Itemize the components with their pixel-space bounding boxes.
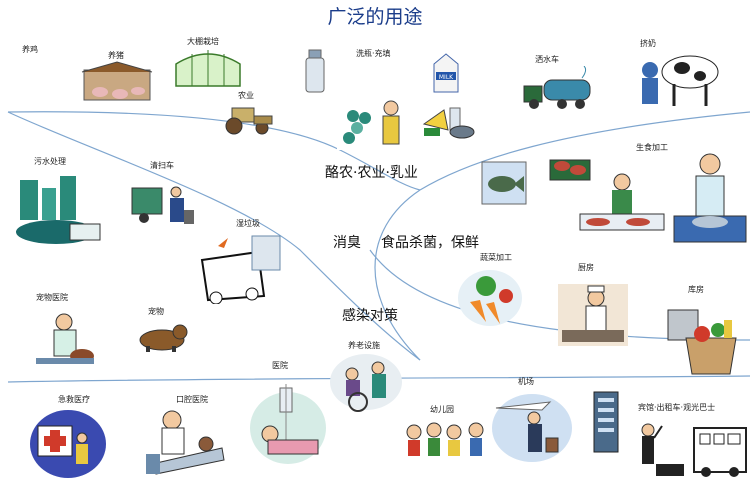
- label-chicken: 养鸡: [22, 45, 38, 54]
- milk-bottle-icon: [305, 49, 325, 93]
- taxi-hail-icon: [641, 423, 684, 476]
- page-title: 广泛的用途: [327, 6, 423, 28]
- upper-divider-curve: [7, 111, 421, 191]
- label-hospital: 医院: [272, 361, 288, 370]
- dog-icon: [139, 324, 188, 352]
- ambulance-icon: [30, 410, 106, 478]
- bus-icon: [693, 427, 747, 477]
- hospital-patient-icon: [250, 384, 326, 464]
- svg-text:MILK: MILK: [439, 74, 454, 81]
- label-hotel: 宾馆·出租车·观光巴士: [638, 403, 716, 412]
- water-truck-icon: [523, 66, 591, 109]
- label-pig: 养猪: [108, 51, 124, 60]
- label-airport: 机场: [518, 377, 534, 386]
- label-emergency: 急救医疗: [58, 395, 90, 404]
- label-elderly: 养老设施: [348, 341, 380, 350]
- milking-cow-icon: [642, 55, 719, 106]
- dentist-icon: [146, 410, 225, 475]
- airport-traveler-icon: [492, 394, 572, 462]
- bottling-worker-icon: [337, 98, 407, 150]
- label-vegetable: 蔬菜加工: [480, 253, 512, 262]
- label-trash: 湿垃圾: [236, 219, 260, 228]
- right-upper-curve: [419, 111, 750, 191]
- label-kitchen: 厨房: [578, 263, 594, 272]
- label-sewage: 污水处理: [34, 157, 66, 166]
- garbage-collector-icon: [131, 186, 194, 224]
- label-greenhouse: 大棚栽培: [187, 37, 219, 46]
- label-pet: 宠物: [148, 307, 164, 316]
- trash-bin-icon: [200, 235, 281, 304]
- category-deodor: 消臭: [333, 235, 361, 251]
- center-arc-curve: [374, 189, 421, 361]
- vegetables-icon: [458, 270, 522, 326]
- fish-icon: [481, 161, 527, 205]
- skyscraper-icon: [593, 391, 619, 453]
- cheese-dairy-icon: [422, 107, 475, 139]
- fish-cutting-chef-icon: [579, 173, 665, 231]
- grocery-bag-icon: [667, 309, 737, 375]
- label-agriculture: 农业: [238, 91, 254, 100]
- pig-farm-icon: [81, 61, 153, 101]
- label-garbage-truck: 清扫车: [150, 161, 174, 170]
- milk-carton-icon: MILK: [433, 53, 459, 93]
- tractor-icon: [225, 107, 273, 135]
- label-raw-food: 生食加工: [636, 143, 668, 152]
- kitchen-chef-icon: [558, 284, 628, 346]
- label-bottle: 洗瓶·充填: [356, 49, 391, 58]
- butcher-chef-icon: [673, 153, 747, 243]
- wheelchair-care-icon: [330, 354, 402, 412]
- meat-tray-icon: [549, 159, 591, 181]
- label-kindergarten: 幼儿园: [430, 405, 454, 414]
- vet-icon: [36, 313, 94, 364]
- label-warehouse: 库房: [688, 285, 704, 294]
- label-water-truck: 洒水车: [535, 55, 559, 64]
- label-milking: 挤奶: [640, 39, 656, 48]
- label-dental: 口腔医院: [176, 395, 208, 404]
- category-infection: 感染对策: [342, 308, 398, 324]
- label-pet-hospital: 宠物医院: [36, 293, 68, 302]
- sewage-plant-icon: [16, 176, 101, 244]
- children-icon: [406, 422, 484, 456]
- greenhouse-icon: [175, 50, 241, 87]
- category-food: 食品杀菌，保鲜: [381, 235, 479, 251]
- category-dairy: 酪农·农业·乳业: [325, 165, 418, 181]
- left-arc-curve: [7, 111, 421, 361]
